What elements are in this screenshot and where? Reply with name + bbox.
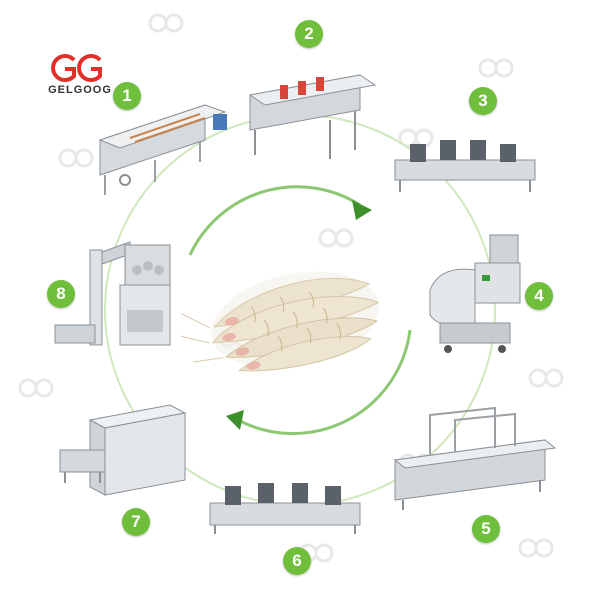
washing-machine	[98, 104, 227, 195]
flow-arrows	[188, 185, 412, 435]
step-badge-8: 8	[47, 280, 75, 308]
shrimp-image	[180, 271, 380, 372]
cooking-machine	[393, 406, 557, 510]
lower-arrowhead-icon	[226, 410, 244, 430]
step-badge-5: 5	[472, 515, 500, 543]
freezing-tunnel	[59, 404, 187, 496]
step-badge-7: 7	[122, 508, 150, 536]
step-badge-6: 6	[283, 547, 311, 575]
upper-arrowhead-icon	[352, 200, 372, 220]
brand-logo: GELGOOG	[40, 52, 120, 102]
lower-flow-arrow	[237, 329, 412, 435]
step-badge-4: 4	[525, 282, 553, 310]
brand-name: GELGOOG	[48, 84, 112, 96]
upper-flow-arrow	[188, 185, 361, 256]
packing-machine	[54, 241, 171, 346]
gg-logo-icon	[51, 54, 102, 82]
cutting-machine	[429, 234, 521, 353]
step-badge-2: 2	[295, 20, 323, 48]
air-drying-machine-6	[209, 483, 361, 534]
step-badge-3: 3	[469, 87, 497, 115]
air-drying-machine-3	[394, 140, 536, 192]
step-badge-1: 1	[113, 82, 141, 110]
peeling-machine	[248, 74, 377, 159]
